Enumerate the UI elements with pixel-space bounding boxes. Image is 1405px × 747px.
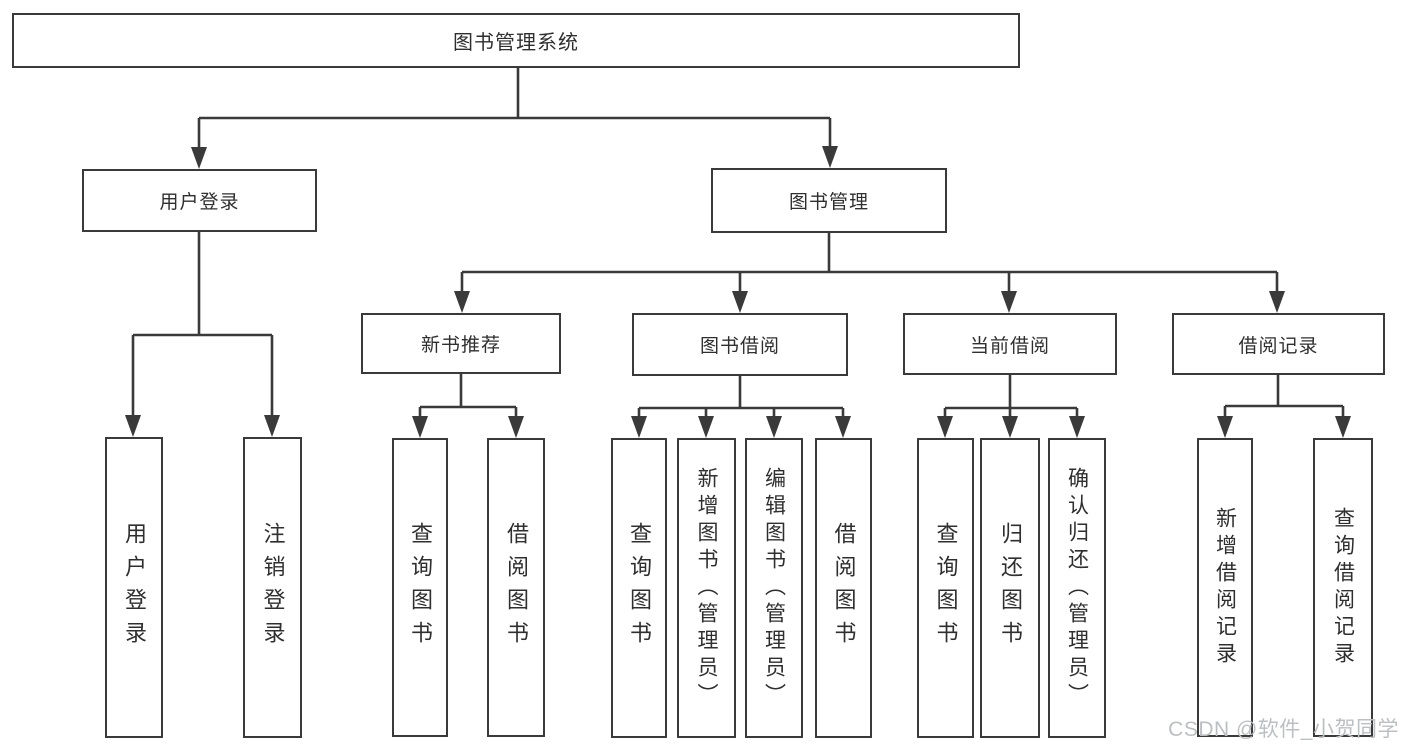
node-label: 查询借阅记录 xyxy=(1331,506,1355,669)
leaf-add-books-admin: 新增图书（管理员） xyxy=(677,438,736,738)
node-label: 查询图书 xyxy=(627,522,652,654)
leaf-user-login: 用户登录 xyxy=(105,437,163,738)
node-label: 归还图书 xyxy=(998,522,1023,654)
leaf-add-borrow-record: 新增借阅记录 xyxy=(1197,438,1253,737)
node-label: 图书借阅 xyxy=(699,336,780,357)
node-label: 编辑图书（管理员） xyxy=(762,466,786,710)
node-label: 当前借阅 xyxy=(969,335,1050,357)
node-label: 查询图书 xyxy=(408,521,433,654)
leaf-query-books-borrow: 查询图书 xyxy=(611,438,667,738)
leaf-query-borrow-record: 查询借阅记录 xyxy=(1313,438,1373,737)
node-label: 借阅图书 xyxy=(504,521,529,654)
leaf-query-books-current: 查询图书 xyxy=(917,438,974,738)
node-user-login: 用户登录 xyxy=(82,169,317,232)
node-label: 图书管理系统 xyxy=(453,32,579,54)
node-label: 借阅图书 xyxy=(831,522,857,654)
leaf-query-books-recommend: 查询图书 xyxy=(392,438,448,737)
node-label: 借阅记录 xyxy=(1238,335,1319,357)
node-label: 用户登录 xyxy=(122,521,147,654)
node-borrowing-records: 借阅记录 xyxy=(1172,313,1385,375)
leaf-confirm-return-admin: 确认归还（管理员） xyxy=(1048,438,1106,738)
node-book-borrowing: 图书借阅 xyxy=(632,313,848,376)
leaf-logout: 注销登录 xyxy=(243,437,302,738)
node-label: 新增图书（管理员） xyxy=(695,466,718,710)
csdn-watermark: CSDN @软件_小贺同学 xyxy=(1168,718,1399,741)
node-new-book-recommendation: 新书推荐 xyxy=(361,313,561,374)
node-label: 图书管理 xyxy=(788,192,869,213)
node-label: 新书推荐 xyxy=(420,335,501,356)
node-label: 用户登录 xyxy=(159,192,240,213)
leaf-return-books: 归还图书 xyxy=(980,438,1040,738)
node-label: 确认归还（管理员） xyxy=(1065,466,1089,710)
node-current-borrowing: 当前借阅 xyxy=(903,313,1117,375)
node-library-management-system: 图书管理系统 xyxy=(12,13,1020,68)
leaf-borrow-books: 借阅图书 xyxy=(815,438,872,738)
node-book-management: 图书管理 xyxy=(711,168,947,233)
node-label: 注销登录 xyxy=(260,521,286,654)
node-label: 新增借阅记录 xyxy=(1213,506,1237,669)
node-label: 查询图书 xyxy=(933,522,959,654)
leaf-borrow-books-recommend: 借阅图书 xyxy=(487,438,545,737)
leaf-edit-books-admin: 编辑图书（管理员） xyxy=(745,438,803,738)
